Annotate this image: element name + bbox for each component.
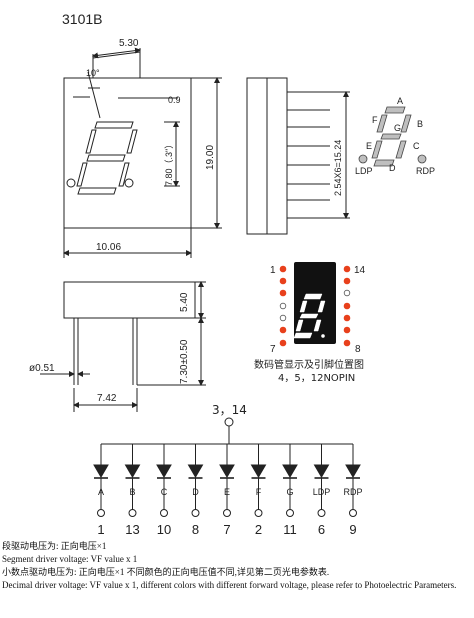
pin-dot-7 — [279, 339, 287, 347]
no-pin-note: 4，5，12NOPIN — [278, 373, 355, 384]
anode-label: A — [98, 487, 104, 497]
pin-dot-1 — [279, 265, 287, 273]
segment-d — [373, 159, 395, 167]
segment-g — [380, 133, 402, 140]
diode-rdp: RDP 9 — [343, 444, 363, 537]
common-pin-label: 3，14 — [212, 403, 247, 417]
diode-f: F2 — [250, 444, 267, 537]
segment-e — [371, 140, 383, 159]
dim-pin-length: 7.30±0.50 — [179, 339, 190, 384]
pin-number: 6 — [318, 522, 325, 537]
dim-segment-width: 0.9 — [168, 95, 181, 105]
dim-slant-angle: 10° — [86, 68, 100, 78]
note-decimal-cn: 小数点驱动电压为: 正向电压×1 不同颜色的正向电压值不同,详见第二页光电参数表… — [2, 567, 330, 577]
pin-dot-9 — [343, 326, 351, 334]
dim-pin-diameter-value: 0.51 — [35, 363, 55, 374]
seg-label-d: D — [389, 163, 396, 173]
pin-dot-12-empty — [343, 289, 351, 297]
note-segment-en: Segment driver voltage: VF value x 1 — [2, 554, 138, 564]
seg-label-a: A — [397, 96, 403, 106]
bottom-view — [40, 281, 206, 412]
pin-dot-8 — [343, 339, 351, 347]
drive-voltage-notes: 段驱动电压为: 正向电压×1 Segment driver voltage: V… — [2, 540, 472, 592]
seg-label-rdp: RDP — [416, 166, 435, 176]
dim-body-height: 19.00 — [205, 145, 216, 170]
pin-dot-13 — [343, 277, 351, 285]
pin-number: 1 — [97, 522, 104, 537]
segment-b — [400, 114, 412, 133]
circuit-diagram — [101, 417, 353, 445]
pin-label-8: 8 — [355, 344, 361, 355]
front-view — [63, 47, 222, 258]
diode-e: E7 — [219, 444, 235, 537]
pin-number: 2 — [255, 522, 262, 537]
dim-pin-diameter: ø0.51 — [29, 363, 55, 374]
diode-g: G 11 — [282, 444, 298, 537]
pin-label-1: 1 — [270, 265, 276, 276]
pin-dot-5-empty — [279, 314, 287, 322]
pin-dot-14 — [343, 265, 351, 273]
pin-label-7: 7 — [270, 344, 276, 355]
dim-body-depth: 5.40 — [179, 292, 190, 312]
anode-label: G — [286, 487, 293, 497]
pin-number: 10 — [157, 522, 171, 537]
seg-label-ldp: LDP — [355, 166, 373, 176]
anode-label: E — [224, 487, 230, 497]
pin-dot-10 — [343, 314, 351, 322]
dim-width-top: 5.30 — [119, 38, 139, 49]
anode-label: D — [192, 487, 199, 497]
note-decimal-en: Decimal driver voltage: VF value x 1, di… — [2, 580, 457, 590]
anode-label: RDP — [343, 487, 362, 497]
pin-label-14: 14 — [354, 265, 366, 276]
segment-ldp — [358, 154, 368, 164]
pin-dot-2 — [279, 277, 287, 285]
note-segment-cn: 段驱动电压为: 正向电压×1 — [2, 541, 107, 551]
pin-layout-caption: 数码管显示及引脚位置图 — [254, 358, 364, 371]
pin-number: 13 — [125, 522, 139, 537]
diode-a: A1 — [93, 444, 109, 537]
pin-number: 9 — [349, 522, 356, 537]
dim-pin-span: 2.54X6=15.24 — [333, 140, 343, 196]
pin-dot-6 — [279, 326, 287, 334]
pin-layout — [279, 262, 351, 347]
anode-label: B — [129, 487, 135, 497]
dim-pin-row-spacing: 7.42 — [97, 393, 117, 404]
anode-label: LDP — [313, 487, 331, 497]
diode-c: C 10 — [156, 444, 172, 537]
seg-label-c: C — [413, 141, 420, 151]
diode-d: D8 — [187, 444, 204, 537]
segment-map — [358, 106, 427, 167]
segment-f — [376, 114, 388, 133]
segment-a — [384, 106, 406, 114]
seg-label-f: F — [372, 115, 378, 125]
model-title: 3101B — [62, 11, 102, 27]
anode-label: F — [256, 487, 262, 497]
seg-label-e: E — [366, 141, 372, 151]
pin-dot-3 — [279, 289, 287, 297]
anode-label: C — [161, 487, 168, 497]
pin-number: 11 — [283, 522, 297, 537]
pin-dot-11 — [343, 302, 351, 310]
pin-number: 7 — [223, 522, 230, 537]
pin-dot-4-empty — [279, 302, 287, 310]
seg-label-b: B — [417, 119, 423, 129]
seg-label-g: G — [394, 123, 401, 133]
segment-c — [395, 140, 407, 159]
pin-number: 8 — [192, 522, 199, 537]
display-face — [294, 262, 336, 344]
dim-body-width: 10.06 — [96, 242, 121, 253]
diode-b: B 13 — [124, 444, 141, 537]
side-view — [246, 77, 350, 235]
diode-ldp: LDP 6 — [313, 444, 331, 537]
common-terminal — [224, 417, 234, 427]
segment-rdp — [417, 154, 427, 164]
dim-digit-height: 7.80（.3"） — [164, 140, 174, 186]
